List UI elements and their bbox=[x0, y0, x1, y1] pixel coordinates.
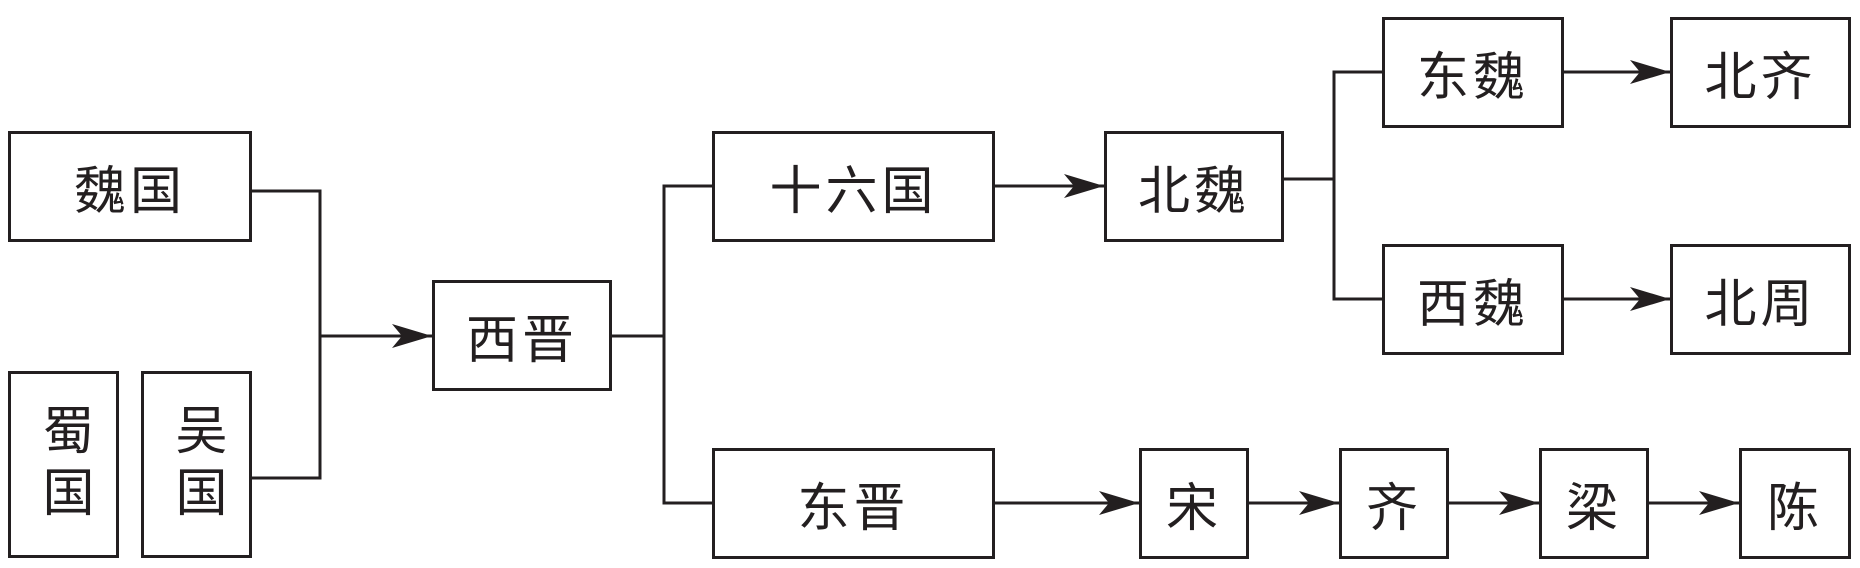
node-liang-label: 梁 bbox=[1565, 479, 1622, 539]
node-dongjin: 东晋 bbox=[712, 448, 995, 559]
node-dongwei-label: 东魏 bbox=[1416, 48, 1529, 108]
node-beiwei: 北魏 bbox=[1104, 131, 1284, 242]
node-beiqi-label: 北齐 bbox=[1704, 48, 1817, 108]
node-shu: 蜀国 bbox=[8, 371, 119, 558]
node-wu-label: 吴国 bbox=[166, 402, 226, 527]
connector-wei-to-merge bbox=[252, 189, 322, 480]
node-chen: 陈 bbox=[1739, 448, 1851, 559]
node-shiliuguo: 十六国 bbox=[712, 131, 995, 242]
node-xiwei: 西魏 bbox=[1382, 244, 1564, 355]
node-wei: 魏国 bbox=[8, 131, 252, 242]
node-dongwei: 东魏 bbox=[1382, 17, 1564, 128]
connector-xijin-split bbox=[662, 184, 712, 505]
node-xijin-label: 西晋 bbox=[465, 311, 578, 371]
node-qi: 齐 bbox=[1339, 448, 1449, 559]
node-beizhou: 北周 bbox=[1670, 244, 1851, 355]
node-wu: 吴国 bbox=[141, 371, 252, 558]
node-xiwei-label: 西魏 bbox=[1416, 275, 1529, 335]
node-shu-label: 蜀国 bbox=[33, 402, 93, 527]
node-beizhou-label: 北周 bbox=[1704, 275, 1817, 335]
node-dongjin-label: 东晋 bbox=[797, 479, 910, 539]
node-song: 宋 bbox=[1139, 448, 1249, 559]
node-wei-label: 魏国 bbox=[73, 162, 186, 222]
node-song-label: 宋 bbox=[1165, 479, 1222, 539]
node-chen-label: 陈 bbox=[1766, 479, 1823, 539]
node-beiqi: 北齐 bbox=[1670, 17, 1851, 128]
node-beiwei-label: 北魏 bbox=[1137, 162, 1250, 222]
connector-beiwei-split bbox=[1332, 70, 1382, 301]
node-shiliuguo-label: 十六国 bbox=[769, 162, 938, 222]
node-xijin: 西晋 bbox=[432, 280, 612, 391]
node-liang: 梁 bbox=[1539, 448, 1649, 559]
node-qi-label: 齐 bbox=[1365, 479, 1422, 539]
